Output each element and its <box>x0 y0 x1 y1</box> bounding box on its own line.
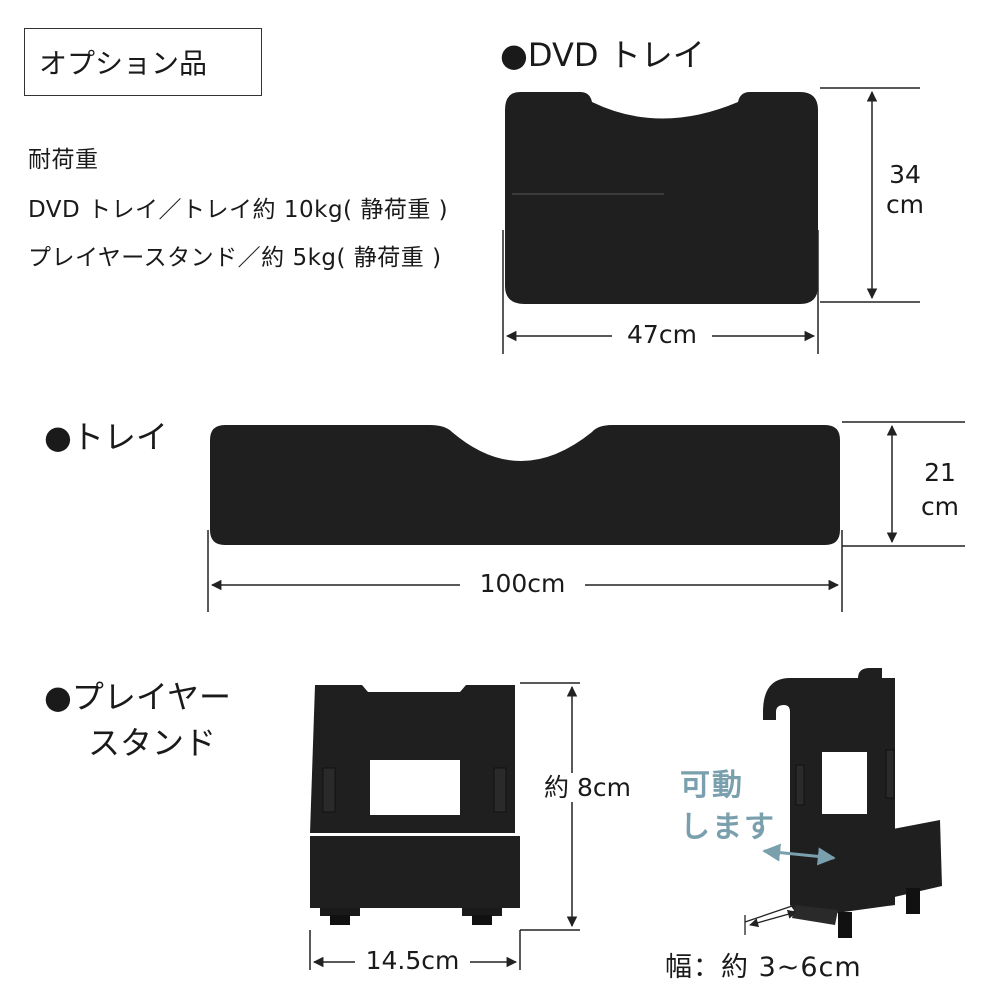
player-stand-front-image <box>310 685 520 925</box>
player-stand-front-dimension-lines <box>309 682 580 970</box>
player-stand-width: 14.5cm <box>365 946 460 975</box>
dvd-tray-heading: ●DVD トレイ <box>500 36 705 74</box>
movable-label-line1: 可動 <box>680 768 744 803</box>
load-capacity-dvd-tray: DVD トレイ／トレイ約 10kg( 静荷重 ) <box>28 197 449 223</box>
tray-width: 100cm <box>479 569 566 598</box>
player-stand-heading-line1: ●プレイヤー <box>44 678 231 716</box>
player-stand-height: 約 8cm <box>538 773 637 802</box>
dvd-tray-image <box>505 92 818 304</box>
dvd-tray-height-unit: cm <box>885 190 925 219</box>
tray-height-unit: cm <box>920 492 960 521</box>
option-label: オプション品 <box>24 28 262 96</box>
movable-arrow <box>762 843 836 866</box>
player-stand-angled-dimension-lines <box>744 904 797 935</box>
player-stand-heading-line2: スタンド <box>88 724 217 762</box>
load-capacity-title: 耐荷重 <box>28 147 99 173</box>
player-stand-angled-image <box>763 668 942 938</box>
dvd-tray-width: 47cm <box>627 320 697 349</box>
tray-image <box>210 425 840 545</box>
tray-height-value: 21 <box>924 458 956 487</box>
load-capacity-player-stand: プレイヤースタンド／約 5kg( 静荷重 ) <box>28 245 442 271</box>
dvd-tray-dimension-lines <box>502 87 920 354</box>
dvd-tray-height-value: 34 <box>889 160 921 189</box>
movable-label-line2: します <box>680 810 776 845</box>
tray-dimension-lines <box>207 421 965 612</box>
adjustable-width-range: 幅：約 3~6cm <box>665 952 862 983</box>
tray-heading: ●トレイ <box>44 418 168 456</box>
